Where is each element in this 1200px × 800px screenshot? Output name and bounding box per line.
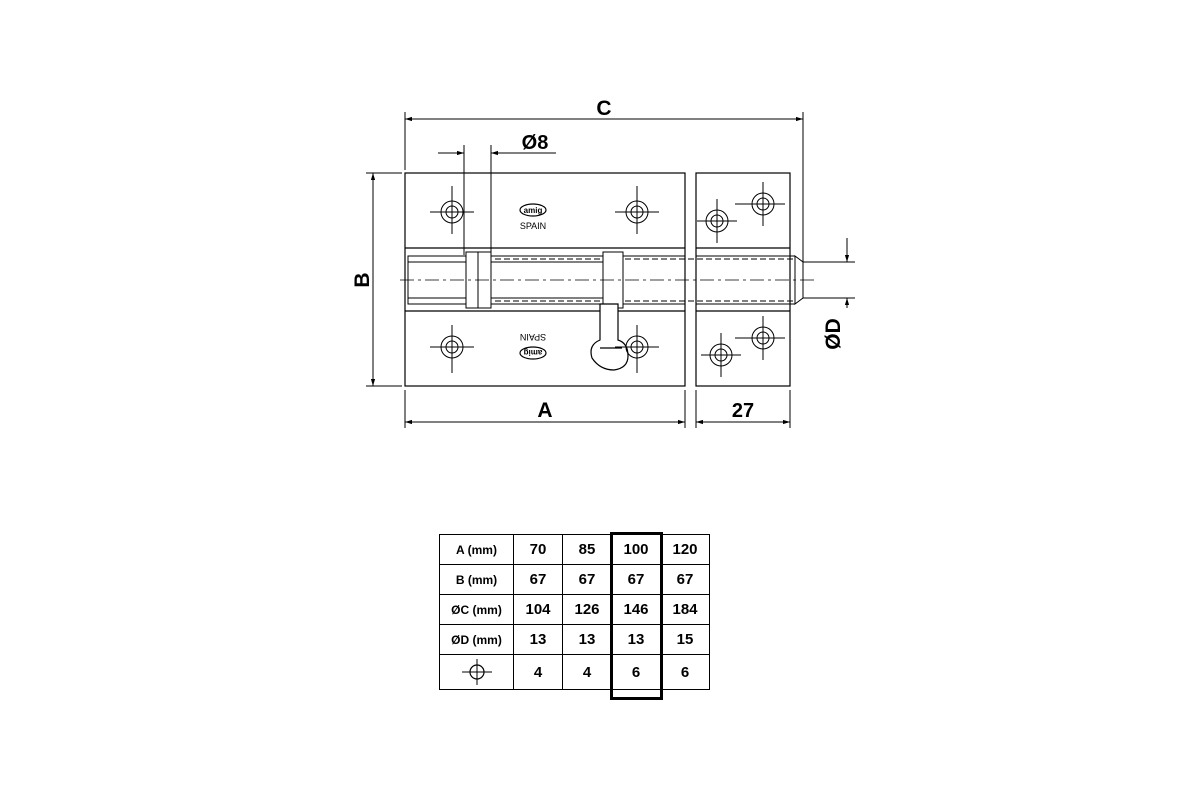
logo-brand-top: amig bbox=[524, 206, 543, 215]
table-cell: 104 bbox=[513, 594, 563, 625]
row-header: B (mm) bbox=[439, 564, 514, 595]
screw-hole-icon bbox=[461, 659, 492, 685]
table-cell: 6 bbox=[660, 654, 710, 690]
table-row: A (mm) 70 85 100 120 bbox=[439, 534, 710, 565]
table-cell: 4 bbox=[562, 654, 612, 690]
dimension-diameter-d bbox=[803, 238, 855, 308]
row-header: ØD (mm) bbox=[439, 624, 514, 655]
table-cell: 67 bbox=[611, 564, 661, 595]
dim-label-b: B bbox=[351, 272, 374, 287]
table-cell: 15 bbox=[660, 624, 710, 655]
table-cell: 85 bbox=[562, 534, 612, 565]
bolt-rod bbox=[407, 251, 685, 309]
table-cell: 120 bbox=[660, 534, 710, 565]
brand-logo-bottom: amig SPAIN bbox=[519, 332, 547, 360]
table-cell: 6 bbox=[611, 654, 661, 690]
table-row: ØD (mm) 13 13 13 15 bbox=[439, 624, 710, 655]
table-row: B (mm) 67 67 67 67 bbox=[439, 564, 710, 595]
table-cell: 4 bbox=[513, 654, 563, 690]
table-cell: 126 bbox=[562, 594, 612, 625]
logo-origin-top: SPAIN bbox=[520, 221, 546, 231]
brand-logo-top: amig SPAIN bbox=[519, 203, 547, 231]
dim-label-d8: Ø8 bbox=[522, 132, 549, 154]
dim-label-od: ØD bbox=[822, 318, 845, 350]
table-cell: 100 bbox=[611, 534, 661, 565]
row-header: A (mm) bbox=[439, 534, 514, 565]
table-cell: 146 bbox=[611, 594, 661, 625]
keeper-sleeve bbox=[696, 255, 804, 305]
dimensions-table: A (mm) 70 85 100 120 B (mm) 67 67 67 67 … bbox=[439, 534, 710, 690]
bolt-knob bbox=[590, 303, 629, 371]
screw-holes-keeper-plate bbox=[697, 182, 785, 377]
dimension-diameter-8 bbox=[438, 145, 556, 255]
table-cell: 67 bbox=[513, 564, 563, 595]
table-cell: 13 bbox=[611, 624, 661, 655]
screw-holes-main-plate bbox=[430, 186, 659, 373]
logo-origin-bottom: SPAIN bbox=[520, 332, 546, 342]
dimension-c bbox=[404, 112, 804, 262]
table-cell: 13 bbox=[562, 624, 612, 655]
row-header bbox=[439, 654, 514, 690]
table-row: ØC (mm) 104 126 146 184 bbox=[439, 594, 710, 625]
bolt-plate bbox=[404, 172, 686, 387]
dimension-27 bbox=[695, 390, 791, 428]
dim-label-a: A bbox=[537, 399, 552, 422]
table-cell: 67 bbox=[660, 564, 710, 595]
dim-label-27: 27 bbox=[732, 400, 754, 422]
row-header: ØC (mm) bbox=[439, 594, 514, 625]
dimension-b bbox=[366, 172, 402, 387]
dim-label-c: C bbox=[596, 97, 611, 120]
logo-brand-bottom: amig bbox=[524, 348, 543, 357]
dimension-a bbox=[404, 390, 686, 428]
table-cell: 70 bbox=[513, 534, 563, 565]
table-cell: 184 bbox=[660, 594, 710, 625]
table-row: 4 4 6 6 bbox=[439, 654, 710, 690]
keeper-plate bbox=[695, 172, 791, 387]
table-cell: 67 bbox=[562, 564, 612, 595]
rod-thread-marks bbox=[495, 258, 795, 302]
table-cell: 13 bbox=[513, 624, 563, 655]
